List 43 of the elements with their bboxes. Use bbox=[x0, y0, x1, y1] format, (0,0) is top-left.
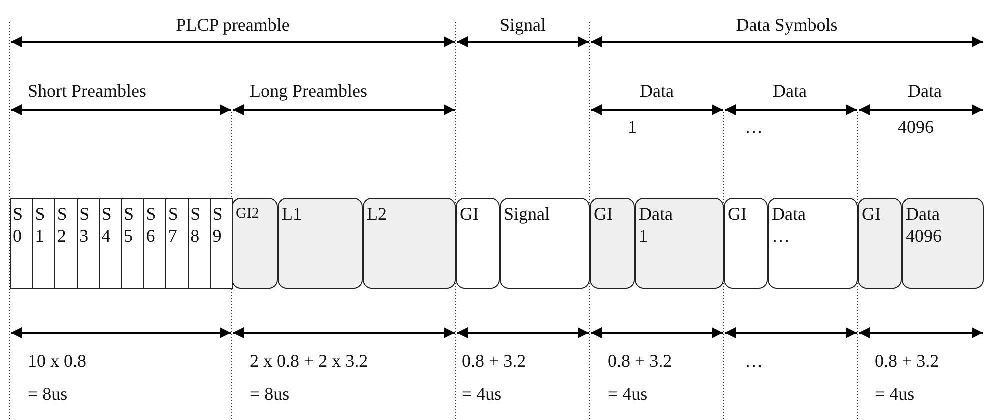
short-preamble-block: S 1 bbox=[32, 198, 56, 289]
duration-label: = 8us bbox=[250, 383, 290, 405]
field-block: L1 bbox=[278, 198, 363, 289]
span-label: PLCP preamble bbox=[176, 14, 290, 36]
field-block: GI bbox=[724, 198, 768, 289]
duration-label: = 4us bbox=[462, 383, 502, 405]
span-label: Data Symbols bbox=[736, 14, 838, 36]
span-label: Short Preambles bbox=[28, 80, 146, 102]
short-preamble-block: S 4 bbox=[98, 198, 122, 289]
field-block: Data 1 bbox=[635, 198, 724, 289]
duration-label: = 4us bbox=[608, 383, 648, 405]
field-block: GI bbox=[858, 198, 902, 289]
short-preamble-block: S 3 bbox=[76, 198, 100, 289]
span-label: Data bbox=[908, 80, 942, 102]
field-block: L2 bbox=[363, 198, 456, 289]
short-preamble-block: S 5 bbox=[121, 198, 144, 289]
short-preamble-block: S 8 bbox=[188, 198, 211, 289]
short-preamble-block: S 6 bbox=[143, 198, 166, 289]
span-label: Data bbox=[773, 80, 807, 102]
short-preamble-block: S 7 bbox=[165, 198, 189, 289]
duration-label: = 4us bbox=[875, 383, 915, 405]
span-label: Data bbox=[640, 80, 674, 102]
field-block: GI bbox=[456, 198, 500, 289]
field-block: GI2 bbox=[232, 198, 278, 289]
field-block: GI bbox=[590, 198, 635, 289]
short-preamble-block: S 9 bbox=[210, 198, 233, 289]
field-block: Signal bbox=[500, 198, 590, 289]
duration-label: 2 x 0.8 + 2 x 3.2 bbox=[250, 350, 368, 372]
span-label: … bbox=[745, 116, 763, 138]
duration-label: 0.8 + 3.2 bbox=[875, 350, 940, 372]
duration-label: 0.8 + 3.2 bbox=[462, 350, 526, 372]
duration-label: 0.8 + 3.2 bbox=[608, 350, 672, 372]
span-label: Long Preambles bbox=[250, 80, 368, 102]
span-label: 1 bbox=[628, 116, 637, 138]
duration-label: = 8us bbox=[28, 383, 68, 405]
span-label: Signal bbox=[500, 14, 546, 36]
span-label: 4096 bbox=[898, 116, 934, 138]
field-block: Data 4096 bbox=[902, 198, 984, 289]
duration-label: … bbox=[745, 350, 763, 372]
short-preamble-block: S 2 bbox=[54, 198, 78, 289]
field-block: Data … bbox=[768, 198, 858, 289]
duration-label: 10 x 0.8 bbox=[28, 350, 86, 372]
short-preamble-block: S 0 bbox=[10, 198, 34, 289]
